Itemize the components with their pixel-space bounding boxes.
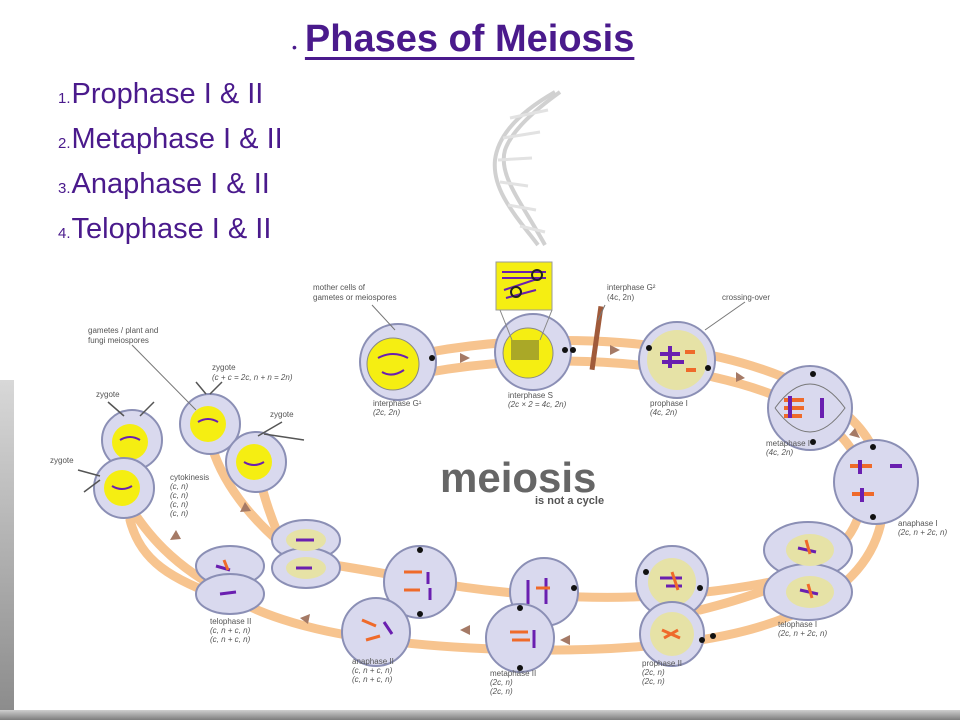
cell-prophase-1 — [638, 321, 716, 399]
cell-prophase-2 — [635, 545, 716, 667]
label-metaphase-2-f1: (2c, n) — [490, 678, 513, 687]
label-gametes-2: fungi meiospores — [88, 336, 149, 345]
label-metaphase-2: metaphase II — [490, 669, 536, 678]
label-anaphase-2: anaphase II — [352, 657, 394, 666]
label-mother-cells-1: mother cells of — [313, 283, 366, 292]
cell-metaphase-2 — [485, 557, 579, 673]
label-anaphase-2-f2: (c, n + c, n) — [352, 675, 393, 684]
callout-lines — [131, 301, 746, 411]
zygote-arrows — [77, 381, 305, 493]
bottom-edge-shade — [0, 710, 960, 720]
logo-subtitle: is not a cycle — [535, 495, 604, 507]
label-anaphase-1-formula: (2c, n + 2c, n) — [898, 528, 947, 537]
label-telophase-2: telophase II — [210, 617, 251, 626]
label-interphase-g1: interphase G¹ — [373, 399, 422, 408]
label-cyto-f1: (c, n) — [170, 482, 189, 491]
cell-interphase-s — [494, 313, 576, 391]
label-prophase-2: prophase II — [642, 659, 682, 668]
zoom-inset — [495, 261, 553, 341]
label-zygote-top-formula: (c + c = 2c, n + n = 2n) — [212, 373, 293, 382]
phase-item: 4.Telophase I & II — [58, 213, 272, 245]
phase-list: 1.Prophase I & II 2.Metaphase I & II 3.A… — [58, 78, 283, 258]
label-telophase-2-f1: (c, n + c, n) — [210, 626, 251, 635]
slide-title: Phases of Meiosis — [304, 18, 635, 60]
label-interphase-g1-formula: (2c, 2n) — [373, 408, 400, 417]
label-zygote-far-left: zygote — [50, 456, 74, 465]
label-prophase-1-formula: (4c, 2n) — [650, 408, 677, 417]
label-zygote-right: zygote — [270, 410, 294, 419]
label-metaphase-1: metaphase I — [766, 439, 810, 448]
logo-meiosis: meiosis — [440, 454, 596, 501]
cell-telophase-2 — [195, 519, 341, 615]
cell-telophase-1 — [763, 521, 853, 621]
label-metaphase-1-formula: (4c, 2n) — [766, 448, 793, 457]
cell-metaphase-1 — [767, 365, 853, 451]
label-anaphase-1: anaphase I — [898, 519, 938, 528]
phase-item: 1.Prophase I & II — [58, 78, 264, 110]
phase-item: 3.Anaphase I & II — [58, 168, 270, 200]
phase-item: 2.Metaphase I & II — [58, 123, 283, 155]
label-anaphase-2-f1: (c, n + c, n) — [352, 666, 393, 675]
label-cytokinesis: cytokinesis — [170, 473, 209, 482]
label-cyto-f4: (c, n) — [170, 509, 189, 518]
dna-helix-icon — [492, 90, 562, 247]
label-cyto-f3: (c, n) — [170, 500, 189, 509]
label-zygote-top: zygote — [212, 363, 236, 372]
label-prophase-2-f1: (2c, n) — [642, 668, 665, 677]
label-telophase-1: telophase I — [778, 620, 817, 629]
bullet-icon: • — [292, 38, 297, 55]
left-edge-shade — [0, 380, 14, 720]
cell-anaphase-1 — [833, 439, 919, 525]
gamete-cells — [93, 393, 287, 519]
slide-title-row: • Phases of Meiosis — [292, 18, 634, 61]
interphase-g2-bar — [589, 306, 604, 371]
label-interphase-g2-formula: (4c, 2n) — [607, 293, 634, 302]
label-telophase-2-f2: (c, n + c, n) — [210, 635, 251, 644]
label-gametes-1: gametes / plant and — [88, 326, 158, 335]
label-interphase-s-formula: (2c × 2 = 4c, 2n) — [508, 400, 567, 409]
cell-interphase-g1 — [359, 323, 437, 401]
diagram-labels: mother cells of gametes or meiospores in… — [50, 283, 947, 696]
label-telophase-1-formula: (2c, n + 2c, n) — [778, 629, 827, 638]
label-interphase-g2: interphase G² — [607, 283, 656, 292]
label-crossing-over: crossing-over — [722, 293, 770, 302]
label-zygote-left: zygote — [96, 390, 120, 399]
label-mother-cells-2: gametes or meiospores — [313, 293, 397, 302]
cell-anaphase-2 — [341, 545, 457, 667]
label-metaphase-2-f2: (2c, n) — [490, 687, 513, 696]
label-interphase-s: interphase S — [508, 391, 553, 400]
label-cyto-f2: (c, n) — [170, 491, 189, 500]
label-prophase-2-f2: (2c, n) — [642, 677, 665, 686]
label-prophase-1: prophase I — [650, 399, 688, 408]
